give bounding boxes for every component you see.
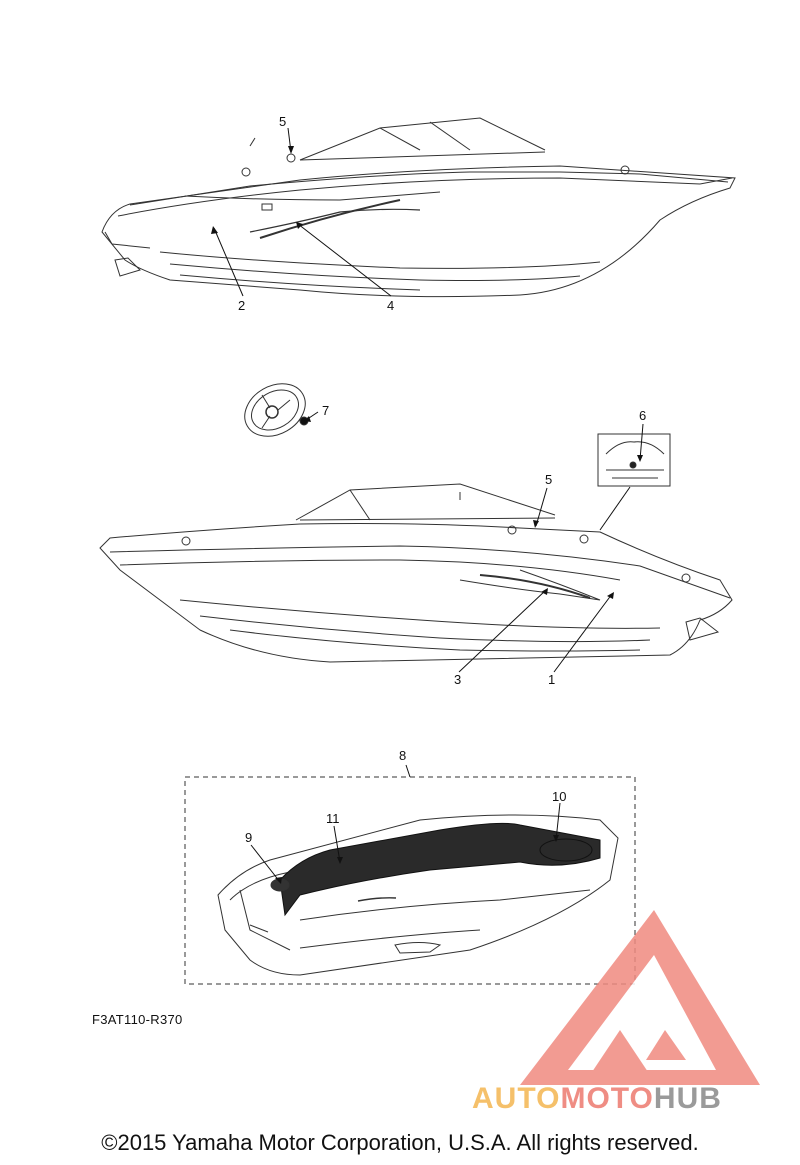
callout-7: 7 bbox=[322, 403, 330, 418]
cup-mat-10 bbox=[539, 838, 593, 862]
callout-2: 2 bbox=[238, 298, 246, 313]
boat-upper bbox=[101, 117, 736, 298]
steering-wheel bbox=[244, 383, 306, 437]
callout-6: 6 bbox=[639, 408, 647, 423]
automotohub-logo-mark bbox=[520, 910, 760, 1085]
callout-5-upper: 5 bbox=[279, 114, 287, 129]
automotohub-watermark-text: AUTOMOTOHUB bbox=[472, 1082, 722, 1116]
copyright-notice: ©2015 Yamaha Motor Corporation, U.S.A. A… bbox=[101, 1130, 699, 1155]
part6-detail-box bbox=[597, 433, 671, 487]
yamaha-logo-decal-lower bbox=[507, 525, 517, 535]
watermark-hub: HUB bbox=[653, 1082, 722, 1115]
callout-4: 4 bbox=[387, 298, 395, 313]
boat-lower bbox=[99, 483, 733, 663]
figure-code: F3AT110-R370 bbox=[92, 1012, 183, 1027]
leader-lines bbox=[213, 127, 644, 883]
callout-1: 1 bbox=[548, 672, 556, 687]
callout-10: 10 bbox=[552, 789, 567, 804]
traction-mat-11 bbox=[279, 822, 601, 917]
callout-3: 3 bbox=[454, 672, 462, 687]
watermark-auto: AUTO bbox=[472, 1082, 561, 1115]
callout-11: 11 bbox=[326, 811, 340, 826]
callout-9: 9 bbox=[245, 830, 253, 845]
callout-5-lower: 5 bbox=[545, 472, 553, 487]
watermark-moto: MOTO bbox=[560, 1082, 654, 1115]
arrow-heads bbox=[211, 146, 643, 884]
yamaha-logo-decal-upper bbox=[286, 153, 296, 163]
callout-8: 8 bbox=[399, 748, 407, 763]
